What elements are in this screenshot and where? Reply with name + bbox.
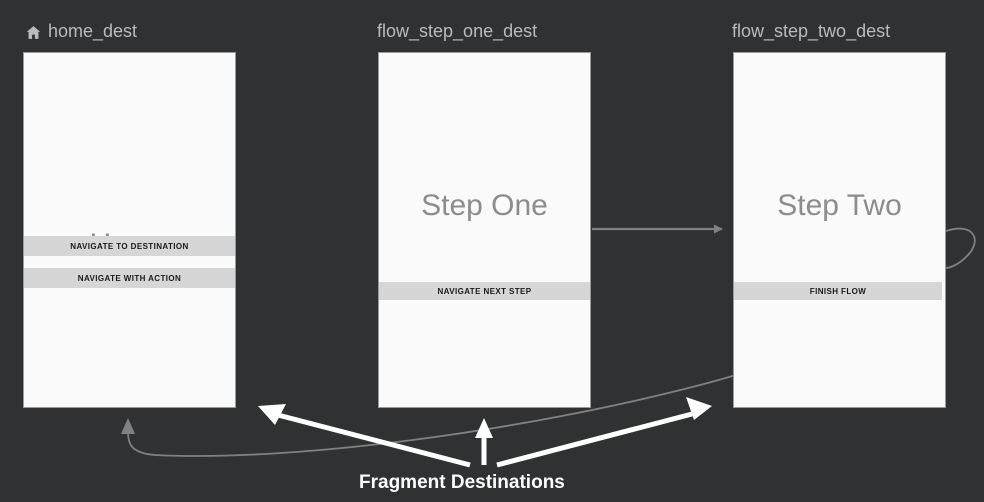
destination-label-flow-step-one-dest[interactable]: flow_step_one_dest [377, 21, 537, 41]
destination-label-text: flow_step_one_dest [377, 21, 538, 41]
screen-title-step-one: Step One [421, 189, 548, 222]
destination-label-text: home_dest [48, 21, 138, 41]
destination-label-home-dest[interactable]: home_dest [25, 21, 137, 41]
button-finish-flow[interactable]: FINISH FLOW [734, 282, 942, 300]
home-icon [25, 24, 42, 41]
pointer-to-home-card-icon [258, 404, 471, 468]
pointer-to-step-one-card-icon [475, 418, 493, 465]
step-two-self-loop-edge[interactable] [945, 227, 976, 269]
button-navigate-to-destination[interactable]: NAVIGATE TO DESTINATION [24, 236, 235, 256]
destination-card-flow-step-one-dest[interactable]: Step One NAVIGATE NEXT STEP [378, 52, 591, 408]
destination-label-flow-step-two-dest[interactable]: flow_step_two_dest [732, 21, 890, 41]
screen-title-step-two: Step Two [777, 189, 902, 222]
button-navigate-next-step[interactable]: NAVIGATE NEXT STEP [379, 282, 590, 300]
destination-card-flow-step-two-dest[interactable]: Step Two FINISH FLOW [733, 52, 946, 408]
annotation-caption: Fragment Destinations [359, 472, 565, 493]
button-navigate-with-action[interactable]: NAVIGATE WITH ACTION [24, 268, 235, 288]
destination-card-home-dest[interactable]: Home NAVIGATE TO DESTINATION NAVIGATE WI… [23, 52, 236, 408]
destination-label-text: flow_step_two_dest [732, 21, 891, 41]
